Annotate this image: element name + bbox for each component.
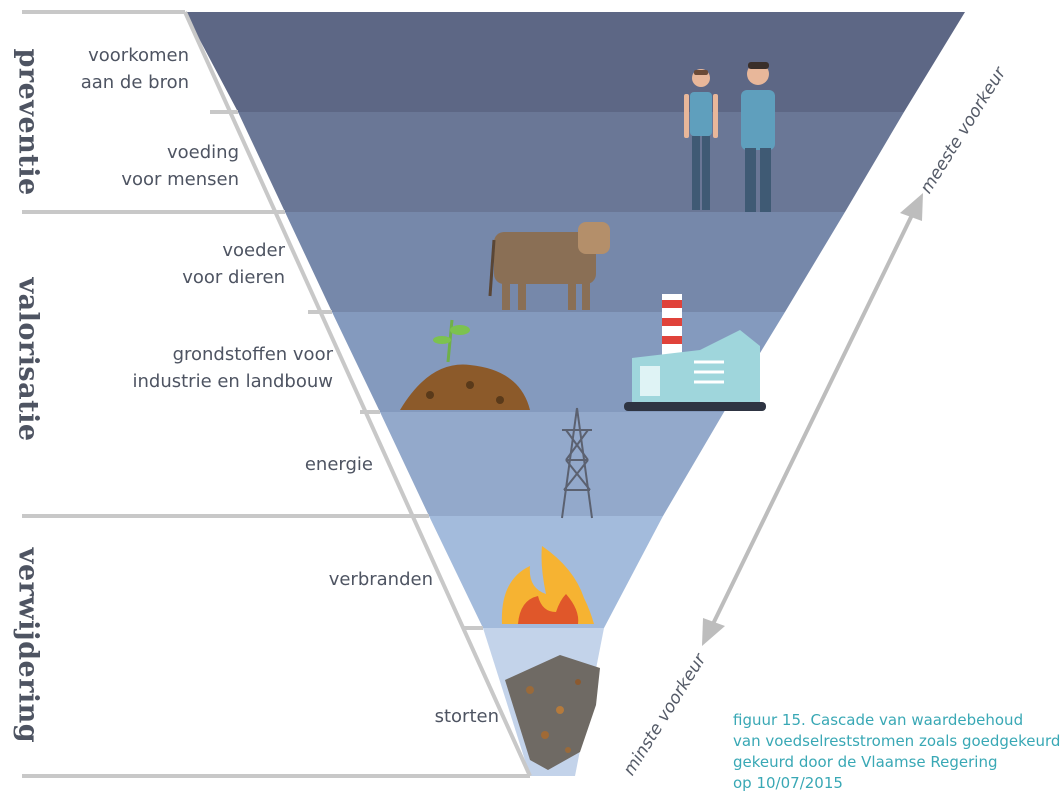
category-valorisatie: valorisatie (12, 277, 44, 442)
man-icon (741, 62, 775, 212)
level-line: voorkomen (88, 45, 189, 66)
level-label-verbranden: verbranden (329, 566, 433, 593)
waste-dot (541, 731, 549, 739)
level-line: voor dieren (182, 267, 285, 288)
level-label-mensen: voeding voor mensen (121, 139, 239, 193)
cascade-diagram: preventie valorisatie verwijdering voork… (12, 10, 1060, 803)
power-pylon-icon (561, 407, 593, 519)
category-preventie: preventie (12, 48, 44, 196)
level-label-energie: energie (305, 451, 373, 478)
level-label-bron: voorkomen aan de bron (81, 42, 189, 96)
cow-icon (488, 222, 610, 310)
arrow-head-down-icon (702, 618, 725, 646)
level-line: storten (434, 706, 499, 727)
category-verwijdering: verwijdering (12, 547, 44, 744)
level-line: grondstoffen voor (172, 344, 333, 365)
woman-icon (684, 69, 718, 210)
level-line: verbranden (328, 569, 433, 590)
band-bron (185, 12, 965, 112)
level-line: energie (304, 454, 373, 475)
level-line: voeding (167, 142, 239, 163)
preference-arrow-shaft (710, 212, 915, 627)
caption-line: figuur 15. Cascade van waardebehoud (733, 711, 1024, 729)
figure-caption: figuur 15. Cascade van waardebehoud van … (733, 710, 1060, 803)
band-mensen (238, 112, 904, 212)
arrow-head-up-icon (900, 193, 923, 221)
pyramid (22, 10, 965, 778)
caption-line: op 10/07/2015 (733, 774, 843, 792)
waste-dot (526, 686, 534, 694)
level-label-storten: storten (435, 703, 499, 730)
level-line: industrie en landbouw (132, 371, 333, 392)
level-line: voor mensen (121, 169, 239, 190)
fire-icon (501, 546, 594, 624)
band-energie (380, 412, 724, 516)
caption-line: van voedselreststromen zoals goedgekeurd (733, 732, 1060, 750)
level-label-industrie: grondstoffen voor industrie en landbouw (132, 341, 333, 395)
level-label-dieren: voeder voor dieren (182, 237, 285, 291)
pyramid-left-edge (183, 11, 532, 777)
caption-line: gekeurd door de Vlaamse Regering (733, 753, 998, 771)
waste-dot (575, 679, 581, 685)
waste-dot (556, 706, 564, 714)
factory-icon (624, 294, 766, 411)
compost-icon (400, 319, 530, 410)
waste-dot (565, 747, 571, 753)
level-line: aan de bron (80, 72, 189, 93)
level-line: voeder (222, 240, 285, 261)
